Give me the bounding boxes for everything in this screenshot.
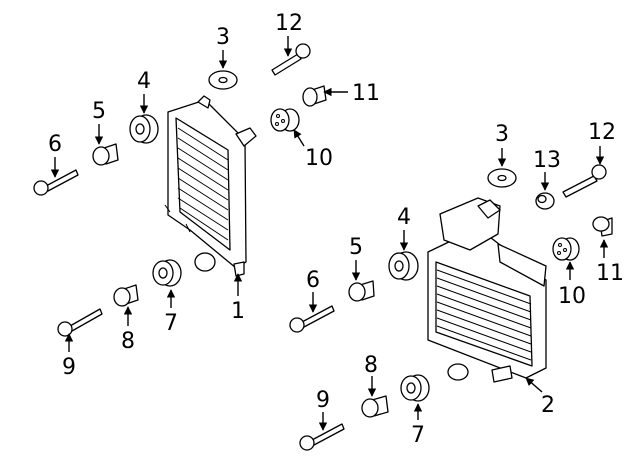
callout-1: 1 bbox=[231, 273, 245, 324]
svg-text:9: 9 bbox=[62, 355, 76, 380]
callout-6-right: 6 bbox=[306, 268, 320, 313]
bushing-4-right bbox=[388, 251, 419, 281]
callout-3-right: 3 bbox=[495, 122, 509, 167]
washer-3-left bbox=[208, 70, 238, 90]
svg-text:4: 4 bbox=[397, 205, 411, 230]
sleeve-5-left bbox=[92, 143, 119, 166]
intercooler-right bbox=[427, 197, 547, 383]
svg-text:4: 4 bbox=[137, 69, 151, 94]
svg-text:10: 10 bbox=[305, 146, 333, 171]
svg-text:3: 3 bbox=[495, 122, 509, 147]
callout-5-left: 5 bbox=[92, 99, 106, 145]
svg-text:6: 6 bbox=[48, 132, 62, 157]
callout-11-left: 11 bbox=[323, 81, 380, 106]
bolt-6-right bbox=[289, 305, 335, 333]
callout-12-left: 12 bbox=[275, 11, 303, 57]
callout-8-right: 8 bbox=[364, 353, 378, 397]
svg-text:9: 9 bbox=[316, 388, 330, 413]
callout-4-left: 4 bbox=[137, 69, 151, 114]
callout-2: 2 bbox=[525, 377, 555, 418]
svg-text:11: 11 bbox=[596, 261, 624, 286]
sleeve-5-right bbox=[348, 280, 375, 302]
cap-13 bbox=[535, 192, 555, 210]
grommet-11-left bbox=[302, 85, 327, 107]
svg-text:2: 2 bbox=[541, 393, 555, 418]
svg-text:12: 12 bbox=[275, 11, 303, 36]
svg-text:11: 11 bbox=[352, 81, 380, 106]
callout-3-left: 3 bbox=[216, 25, 230, 69]
mount-10-left bbox=[270, 108, 300, 132]
svg-text:3: 3 bbox=[216, 25, 230, 50]
svg-text:1: 1 bbox=[231, 299, 245, 324]
bolt-9-left bbox=[57, 308, 103, 337]
callout-11-right: 11 bbox=[596, 239, 624, 286]
bushing-7-right bbox=[400, 374, 430, 402]
mount-10-right bbox=[552, 237, 580, 261]
svg-text:10: 10 bbox=[558, 284, 586, 309]
svg-text:7: 7 bbox=[411, 423, 425, 448]
bushing-4-left bbox=[129, 114, 159, 144]
svg-text:7: 7 bbox=[164, 311, 178, 336]
callout-13: 13 bbox=[533, 148, 561, 191]
callout-9-left: 9 bbox=[62, 333, 76, 380]
svg-text:8: 8 bbox=[364, 353, 378, 378]
sleeve-8-right bbox=[361, 395, 389, 418]
intercooler-left bbox=[164, 95, 257, 277]
grommet-11-right bbox=[592, 216, 613, 237]
callout-4-right: 4 bbox=[397, 205, 411, 251]
callout-7-right: 7 bbox=[411, 403, 425, 448]
bolt-12-left bbox=[271, 43, 311, 76]
bolt-9-right bbox=[299, 423, 345, 451]
sleeve-8-left bbox=[113, 284, 139, 307]
callout-9-right: 9 bbox=[316, 388, 330, 431]
washer-3-right bbox=[487, 168, 517, 188]
svg-text:5: 5 bbox=[92, 99, 106, 124]
callout-10-left: 10 bbox=[293, 129, 333, 171]
svg-text:6: 6 bbox=[306, 268, 320, 293]
bushing-7-left bbox=[152, 259, 182, 287]
bolt-12-right bbox=[562, 164, 607, 198]
svg-text:12: 12 bbox=[588, 120, 616, 145]
callout-6-left: 6 bbox=[48, 132, 62, 178]
callout-7-left: 7 bbox=[164, 289, 178, 336]
callout-5-right: 5 bbox=[349, 235, 363, 281]
bolt-6-left bbox=[33, 169, 79, 196]
svg-text:13: 13 bbox=[533, 148, 561, 173]
svg-text:8: 8 bbox=[121, 329, 135, 354]
svg-text:5: 5 bbox=[349, 235, 363, 260]
callout-12-right: 12 bbox=[588, 120, 616, 165]
callout-8-left: 8 bbox=[121, 306, 135, 354]
callout-10-right: 10 bbox=[558, 261, 586, 309]
